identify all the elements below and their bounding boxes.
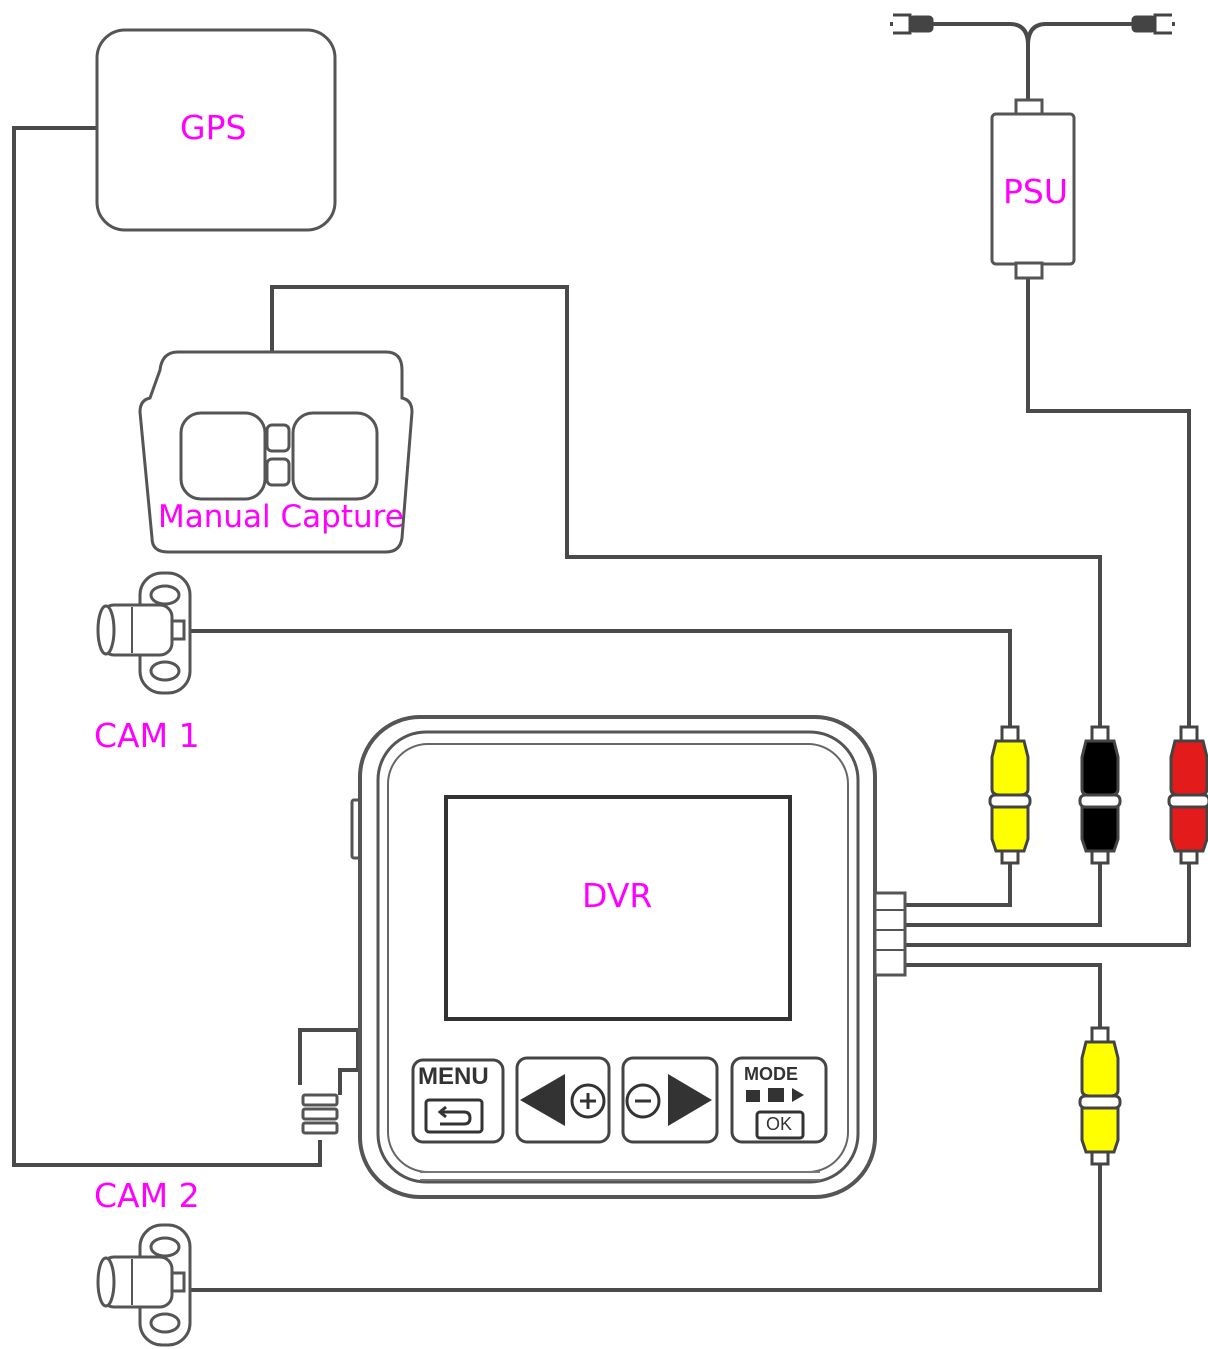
psu-fork-tips [893, 13, 1172, 35]
ok-button-frame [755, 1110, 805, 1140]
manual-capture-wire [270, 285, 1102, 730]
cam1-camera [96, 571, 192, 695]
cam2-wire [185, 1165, 1102, 1292]
harness-wire-cam2 [905, 963, 1102, 1030]
left-arrow-icon [520, 1074, 565, 1126]
gps-wire [12, 126, 322, 1167]
cam2-rca-connector-yellow [1078, 1026, 1122, 1166]
back-icon [424, 1098, 484, 1134]
psu-box [990, 98, 1076, 280]
manual-capture-device [138, 350, 414, 554]
psu-output-wire [1026, 278, 1191, 730]
cam2-label: CAM 2 [94, 1176, 200, 1215]
gps-plug-wire [298, 1028, 360, 1095]
cam1-wire [185, 629, 1012, 730]
gps-box [95, 28, 337, 232]
cam1-label: CAM 1 [94, 716, 200, 755]
rca-connector-black [1078, 725, 1122, 865]
cam1-rca-connector-yellow [988, 725, 1032, 865]
dvr-screen [444, 795, 792, 1021]
harness-wire-red [905, 860, 1191, 947]
gps-plug [301, 1093, 339, 1135]
mode-icons [746, 1088, 804, 1102]
dvr-harness-block [873, 891, 907, 977]
harness-wire-yellow [905, 860, 1012, 907]
gps-label: GPS [180, 108, 247, 147]
dvr-unit [350, 715, 907, 1199]
ok-button[interactable]: OK [766, 1114, 793, 1134]
harness-wire-black [905, 860, 1102, 927]
menu-button[interactable]: MENU [418, 1063, 489, 1090]
rca-connector-red [1167, 725, 1208, 865]
dvr-label: DVR [582, 876, 653, 915]
psu-label: PSU [1003, 172, 1069, 211]
psu-input-wire [890, 22, 1175, 100]
right-arrow-icon [668, 1074, 712, 1126]
cam2-camera [96, 1223, 192, 1347]
manual-capture-label: Manual Capture [158, 499, 404, 535]
mode-button[interactable]: MODE [744, 1064, 798, 1084]
